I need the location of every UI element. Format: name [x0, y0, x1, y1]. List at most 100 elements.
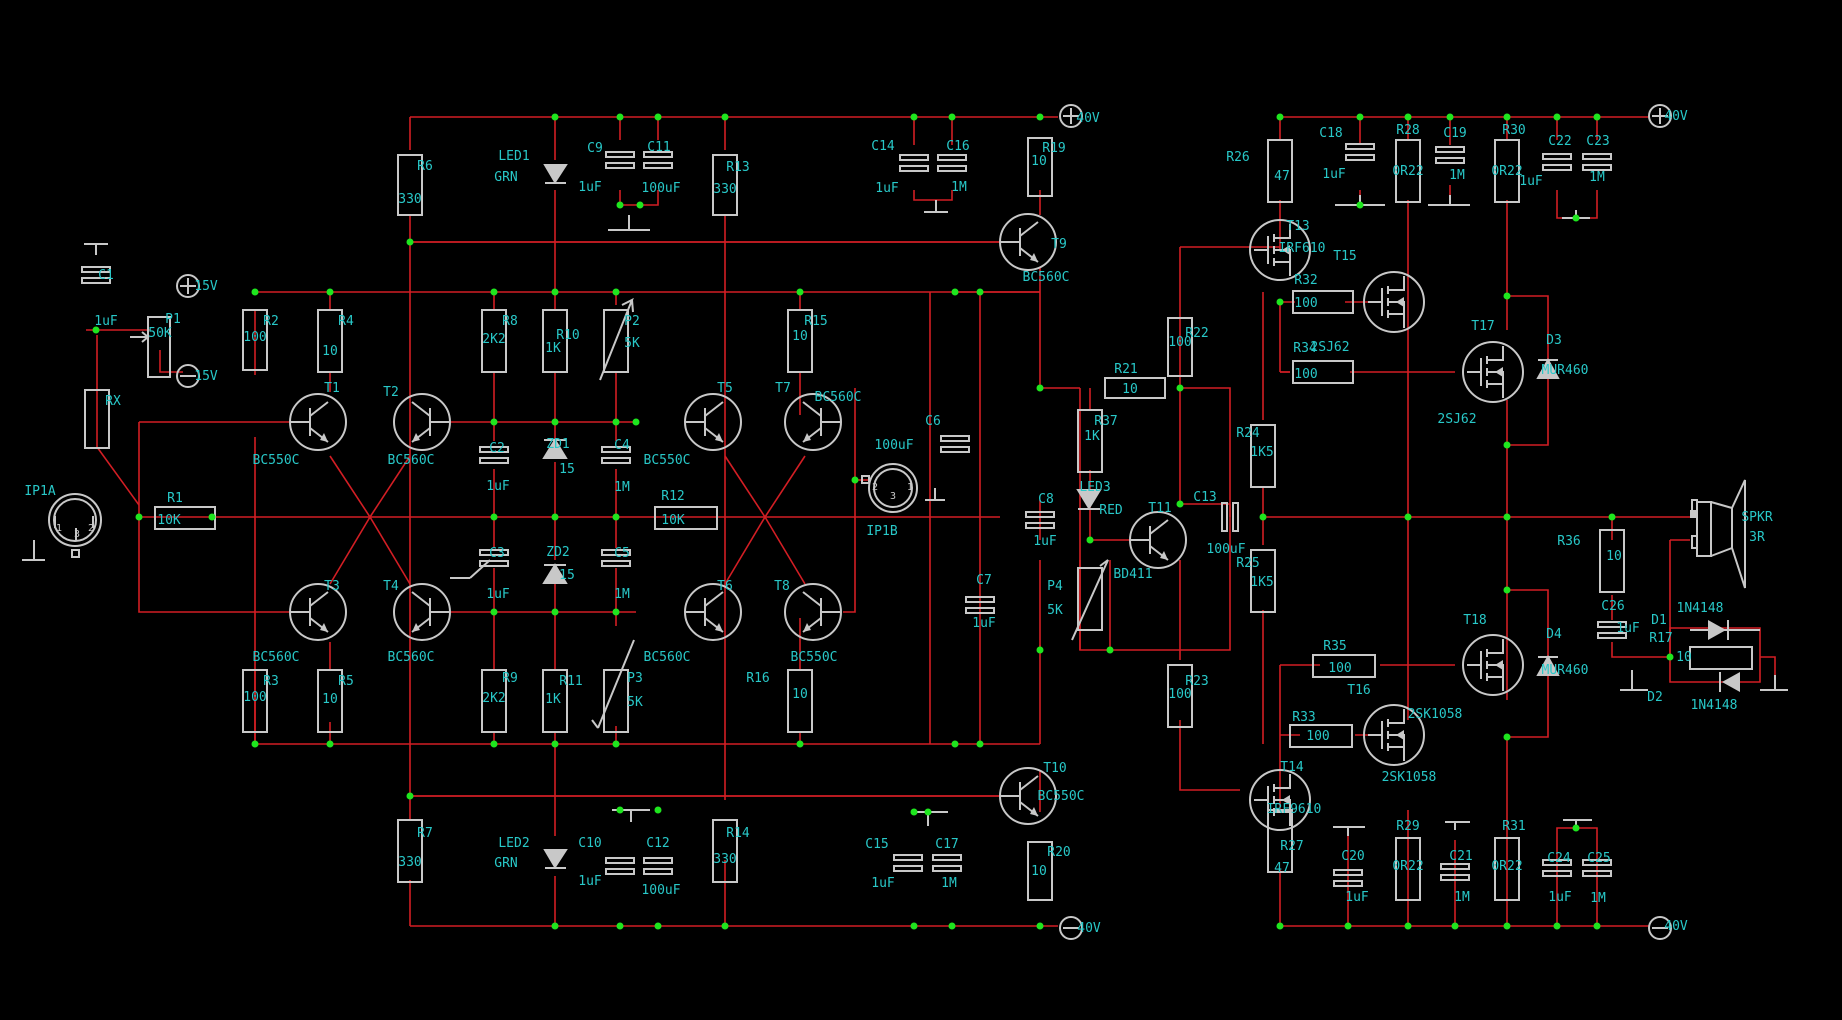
capacitor — [601, 549, 631, 567]
bjt-transistor — [393, 393, 451, 451]
capacitor — [605, 857, 635, 875]
label-r35: R35 — [1323, 639, 1346, 654]
label-mur460: MUR460 — [1542, 363, 1589, 378]
label-50k: 50K — [148, 326, 172, 341]
label-d2: D2 — [1647, 690, 1663, 705]
resistor-r23 — [1167, 664, 1193, 728]
label-c15: C15 — [865, 837, 888, 852]
resistor-r26 — [1267, 139, 1293, 203]
label-1uf: 1uF — [578, 874, 602, 889]
capacitor — [1542, 153, 1572, 171]
label-2sk1058: 2SK1058 — [1382, 770, 1437, 785]
label-r23: R23 — [1185, 674, 1208, 689]
resistor-r25 — [1250, 549, 1276, 613]
plus15-symbol — [176, 274, 200, 298]
label-100uf: 100uF — [641, 883, 680, 898]
resistor-r34 — [1292, 360, 1354, 384]
label-1k5: 1K5 — [1250, 445, 1273, 460]
label-1k: 1K — [545, 341, 561, 356]
capacitor — [1025, 511, 1055, 529]
label-100: 100 — [1294, 367, 1317, 382]
label-r32: R32 — [1294, 273, 1317, 288]
label-c4: C4 — [614, 438, 630, 453]
label-r33: R33 — [1292, 710, 1315, 725]
label-t13: T13 — [1286, 219, 1309, 234]
label-1uf: 1uF — [1345, 890, 1369, 905]
resistor-r4 — [317, 309, 343, 373]
label-r15: R15 — [804, 314, 827, 329]
resistor-r27 — [1267, 809, 1293, 873]
label-r1: R1 — [167, 491, 183, 506]
label-100uf: 100uF — [641, 181, 680, 196]
capacitor — [643, 857, 673, 875]
resistor-r37 — [1077, 409, 1103, 473]
capacitor — [940, 435, 970, 453]
label-2k2: 2K2 — [482, 332, 505, 347]
label-100: 100 — [1306, 729, 1329, 744]
speaker-icon — [1690, 479, 1746, 589]
pin-number: 1 — [907, 482, 913, 493]
label-p1: P1 — [165, 312, 181, 327]
label-bc560c: BC560C — [253, 650, 300, 665]
junction-dots — [92, 113, 1674, 930]
pin-number: 2 — [872, 482, 878, 493]
label-t8: T8 — [774, 579, 790, 594]
label-0r22: 0R22 — [1491, 859, 1522, 874]
label-p4: P4 — [1047, 579, 1063, 594]
bjt-transistor — [999, 767, 1057, 825]
resistor-r3 — [242, 669, 268, 733]
label-330: 330 — [398, 855, 421, 870]
label-r31: R31 — [1502, 819, 1525, 834]
label-bd411: BD411 — [1113, 567, 1152, 582]
label-irf610: IRF610 — [1279, 241, 1326, 256]
pin-number: 1 — [56, 523, 62, 534]
label-bc550c: BC550C — [253, 453, 300, 468]
label-zd1: ZD1 — [546, 437, 569, 452]
label-1n4148: 1N4148 — [1691, 698, 1738, 713]
label-40v: 40V — [1664, 109, 1688, 124]
label-c26: C26 — [1601, 599, 1624, 614]
label-c24: C24 — [1547, 851, 1571, 866]
label-100: 100 — [1168, 335, 1191, 350]
label-r21: R21 — [1114, 362, 1137, 377]
label-bc550c: BC550C — [791, 650, 838, 665]
label-t15: T15 — [1333, 249, 1356, 264]
label-t14: T14 — [1280, 760, 1304, 775]
label-c25: C25 — [1587, 851, 1610, 866]
resistor-r20 — [1027, 841, 1053, 901]
label-1uf: 1uF — [1322, 167, 1346, 182]
capacitor — [1333, 869, 1363, 887]
resistor-r33 — [1289, 724, 1353, 748]
label-t4: T4 — [383, 579, 399, 594]
label-p3: P3 — [627, 671, 643, 686]
label-c18: C18 — [1319, 126, 1342, 141]
label-bc560c: BC560C — [1023, 270, 1070, 285]
capacitor — [1435, 146, 1465, 164]
label-1m: 1M — [1449, 168, 1465, 183]
label-1m: 1M — [1590, 891, 1606, 906]
resistor-r13 — [712, 154, 738, 216]
label-c19: C19 — [1443, 126, 1466, 141]
label-rx: RX — [105, 394, 121, 409]
label-led2: LED2 — [498, 836, 529, 851]
label-zd2: ZD2 — [546, 545, 569, 560]
label-0r22: 0R22 — [1491, 164, 1522, 179]
label-bc550c: BC550C — [644, 453, 691, 468]
label-c17: C17 — [935, 837, 958, 852]
label-r12: R12 — [661, 489, 684, 504]
resistor-rx — [84, 389, 110, 449]
mosfet-transistor — [1249, 769, 1311, 831]
label-c10: C10 — [578, 836, 601, 851]
label-r11: R11 — [559, 674, 582, 689]
label-r16: R16 — [746, 671, 769, 686]
label-1k: 1K — [1084, 429, 1100, 444]
label-r28: R28 — [1396, 123, 1419, 138]
label-1uf: 1uF — [94, 314, 118, 329]
components — [22, 104, 1788, 940]
resistor-r36 — [1599, 529, 1625, 593]
capacitor — [81, 266, 111, 284]
label-100: 100 — [1328, 661, 1351, 676]
label-t2: T2 — [383, 385, 399, 400]
